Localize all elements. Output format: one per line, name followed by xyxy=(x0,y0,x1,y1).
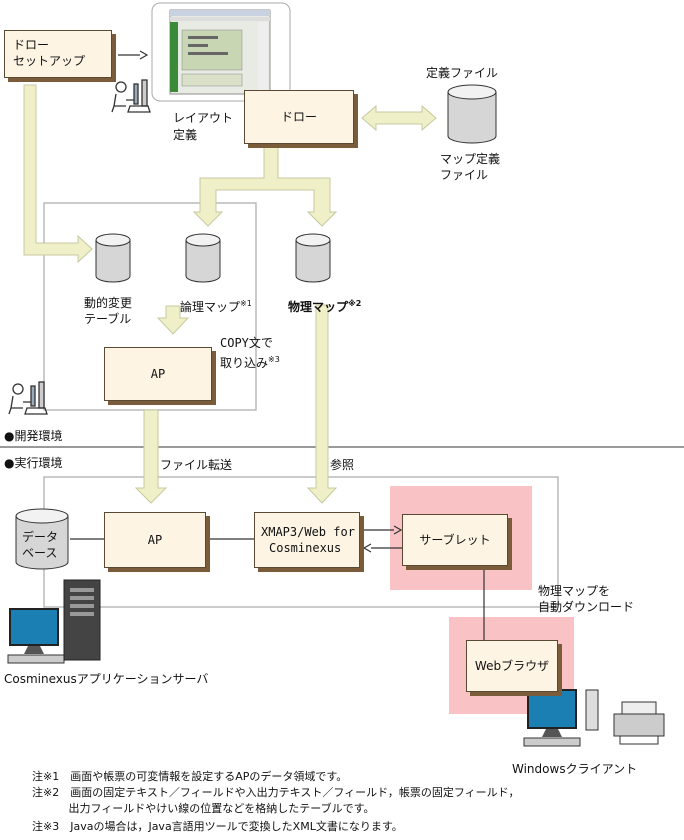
draw-setup-box: ドロー セットアップ xyxy=(4,30,112,78)
arrow-reference xyxy=(306,304,338,504)
windows-client-label: Windowsクライアント xyxy=(512,762,638,776)
xmap-box: XMAP3/Web for Cosminexus xyxy=(254,512,360,568)
physical-map-cylinder xyxy=(295,233,331,283)
ap-runtime-box: AP xyxy=(104,512,206,568)
arrow-file-transfer xyxy=(134,409,168,504)
logical-map-label: 論理マップ※1 xyxy=(180,299,252,314)
file-transfer-label: ファイル転送 xyxy=(160,458,233,472)
layout-def-label-2: 定義 xyxy=(173,128,198,142)
browser-box: Webブラウザ xyxy=(466,640,558,692)
copy-label-2: 取り込み※3 xyxy=(220,355,280,370)
note-3: 注※3 Javaの場合は，Java言語用ツールで変換したXML文書になります。 xyxy=(32,820,403,833)
arrow-setup-to-table xyxy=(23,84,93,264)
def-file-label: 定義ファイル xyxy=(426,66,499,80)
database-label-2: ベース xyxy=(22,546,58,560)
note-2-cont: 出力フィールドやけい線の位置などを格納したテーブルです。 xyxy=(32,802,375,815)
dynamic-table-cylinder xyxy=(95,233,131,283)
operator-person-icon-top xyxy=(111,79,151,113)
database-label: データ xyxy=(22,530,59,544)
map-def-file-label: マップ定義 xyxy=(440,152,501,166)
arrow-logical-to-ap xyxy=(156,305,190,335)
auto-download-label-2: 自動ダウンロード xyxy=(538,600,635,614)
note-2: 注※2 画面の固定テキスト／フィールドや入出力テキスト／フィールド，帳票の固定フ… xyxy=(32,786,520,799)
servlet-box: サーブレット xyxy=(402,514,508,566)
dev-env-label: ●開発環境 xyxy=(4,429,63,443)
note-1: 注※1 画面や帳票の可変情報を設定するAPのデータ領域です。 xyxy=(32,770,348,783)
client-computer-icon xyxy=(523,689,599,747)
arrow-draw-deffile xyxy=(361,104,437,132)
copy-label: COPY文で xyxy=(220,336,273,350)
dynamic-table-label-2: テーブル xyxy=(84,312,132,326)
arrow-draw-to-maps xyxy=(192,145,338,227)
operator-person-icon-bottom xyxy=(8,381,48,415)
map-def-file-cylinder xyxy=(447,84,497,144)
physical-map-label: 物理マップ※2 xyxy=(288,299,362,314)
ap-dev-box: AP xyxy=(104,347,212,401)
app-server-label: Cosminexusアプリケーションサーバ xyxy=(4,672,209,686)
draw-box: ドロー xyxy=(244,90,354,144)
layout-screenshot xyxy=(151,2,291,102)
database-cylinder xyxy=(15,508,69,570)
auto-download-label: 物理マップを xyxy=(538,584,611,598)
layout-def-label: レイアウト xyxy=(173,111,234,125)
map-def-file-label-2: ファイル xyxy=(440,168,489,182)
reference-label: 参照 xyxy=(330,458,355,472)
logical-map-cylinder xyxy=(185,233,221,283)
dynamic-table-label: 動的変更 xyxy=(84,296,133,310)
server-computer-icon xyxy=(7,579,101,664)
printer-icon xyxy=(613,701,665,745)
run-env-label: ●実行環境 xyxy=(4,456,63,470)
